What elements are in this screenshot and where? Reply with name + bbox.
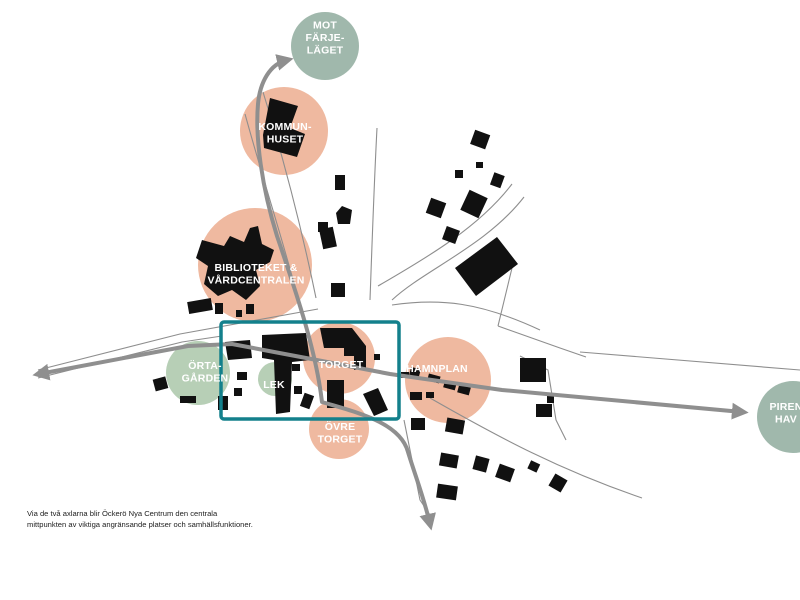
label-biblioteket-line-1: VÅRDCENTRALEN: [207, 273, 304, 286]
label-ortagarden: ÖRTA-GÅRDEN: [182, 359, 229, 385]
label-mot-farjelaget-line-2: LÄGET: [307, 44, 344, 57]
road-lines: [37, 91, 800, 516]
place-circles: [166, 12, 800, 459]
label-ovre-torget-line-1: TORGET: [318, 433, 363, 445]
label-ortagarden-line-1: GÅRDEN: [182, 371, 229, 384]
label-hamnplan-line-0: HAMNPLAN: [406, 363, 468, 375]
label-mot-farjelaget-line-1: FÄRJE-: [305, 31, 344, 44]
caption-line-1: Via de två axlarna blir Öckerö Nya Centr…: [27, 509, 218, 518]
label-piren-line-1: HAV: [775, 413, 797, 425]
label-torget: TORGET: [319, 359, 364, 371]
label-lek: LEK: [263, 379, 285, 391]
label-hamnplan: HAMNPLAN: [406, 363, 468, 375]
circle-piren: [757, 381, 800, 453]
label-biblioteket-line-0: BIBLIOTEKET &: [214, 262, 297, 274]
label-piren-line-0: PIREN: [769, 401, 800, 413]
label-kommunhuset-line-0: KOMMUN-: [258, 121, 312, 133]
axis-arrows: [32, 54, 749, 531]
centre-frame: [219, 320, 401, 421]
east-west-axis-arrow: [32, 342, 749, 420]
caption-line-2: mittpunkten av viktiga angränsande plats…: [27, 520, 253, 529]
label-kommunhuset: KOMMUN-HUSET: [258, 121, 312, 146]
label-kommunhuset-line-1: HUSET: [267, 133, 304, 145]
label-mot-farjelaget-line-0: MOT: [313, 20, 337, 32]
label-biblioteket: BIBLIOTEKET &VÅRDCENTRALEN: [207, 262, 304, 287]
label-lek-line-0: LEK: [263, 379, 285, 391]
label-ortagarden-line-0: ÖRTA-: [188, 359, 222, 372]
label-torget-line-0: TORGET: [319, 359, 364, 371]
map-caption: Via de två axlarna blir Öckerö Nya Centr…: [27, 508, 317, 530]
label-ovre-torget-line-0: ÖVRE: [325, 420, 356, 433]
